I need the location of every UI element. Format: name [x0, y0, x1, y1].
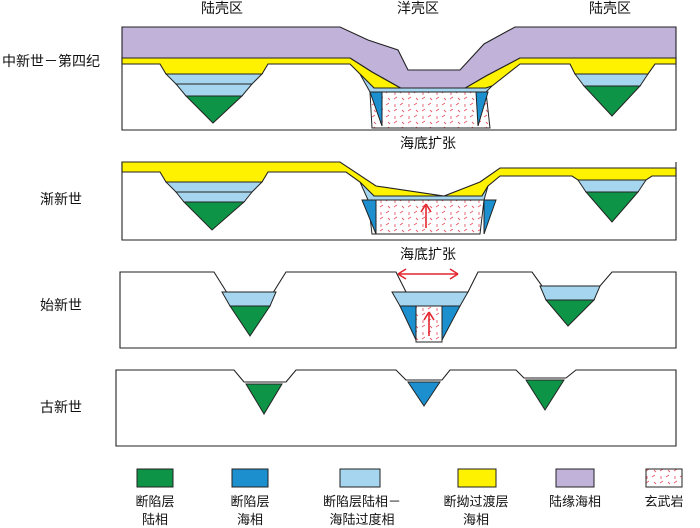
legend-item-basalt: 玄武岩 [644, 468, 684, 510]
stage-label-miocene-quaternary: 中新世－第四纪 [2, 53, 100, 70]
panel-paleocene [115, 369, 677, 447]
arrow-label-spreading-1: 海底扩张 [400, 136, 456, 152]
legend-label-2a: 断陷层 [230, 495, 269, 510]
legend-label-4a: 断拗过渡层 [443, 494, 508, 510]
panel-eocene [119, 271, 677, 349]
top-label-continental-right: 陆壳区 [589, 0, 631, 17]
legend-label-4b: 海相 [463, 513, 489, 528]
legend-label-3b: 海陆过度相 [329, 512, 394, 528]
stage-label-eocene: 始新世 [40, 298, 82, 314]
legend-item-transition-rift: 断陷层陆相－ 海陆过度相 [323, 468, 401, 528]
legend-item-continental-rift: 断陷层 陆相 [135, 468, 175, 528]
legend-label-1b: 陆相 [142, 512, 168, 528]
legend-item-transitional-layer: 断拗过渡层 海相 [443, 468, 509, 528]
legend-label-3a: 断陷层陆相－ [323, 494, 401, 510]
blue-swatch-icon [231, 468, 269, 488]
lightblue-swatch-icon [339, 468, 381, 488]
purple-swatch-icon [555, 468, 595, 488]
legend-label-6a: 玄武岩 [644, 495, 683, 510]
legend-label-1a: 断陷层 [135, 495, 174, 510]
legend-label-5a: 陆缘海相 [549, 494, 601, 510]
legend-item-marginal-sea: 陆缘海相 [549, 468, 601, 510]
stage-label-oligocene: 渐新世 [40, 192, 82, 208]
yellow-swatch-icon [457, 468, 497, 488]
panel-miocene-quaternary [121, 26, 677, 131]
legend-item-marine-rift: 断陷层 海相 [230, 468, 270, 528]
panel-oligocene [121, 161, 677, 241]
legend-label-2b: 海相 [237, 513, 263, 528]
green-swatch-icon [136, 468, 174, 488]
spreading-arrow-2 [397, 268, 459, 280]
stage-label-paleocene: 古新世 [40, 400, 82, 416]
basalt-swatch-icon [645, 468, 683, 488]
top-label-oceanic: 洋壳区 [397, 0, 439, 17]
legend: 断陷层 陆相 断陷层 海相 断陷层陆相－ 海陆过度相 断拗过渡层 海相 陆缘海相… [135, 468, 684, 528]
arrow-label-spreading-2: 海底扩张 [400, 247, 456, 263]
top-label-continental-left: 陆壳区 [201, 0, 243, 17]
